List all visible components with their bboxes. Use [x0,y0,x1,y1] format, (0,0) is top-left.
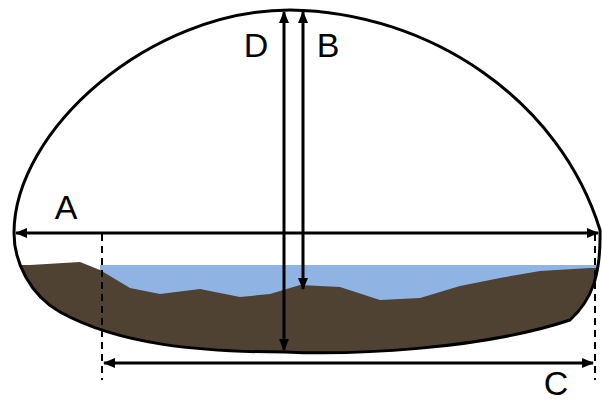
dimension-letter: A [55,190,78,224]
sediment-and-water [0,262,602,404]
dimension-letter: D [244,28,269,62]
sediment [0,262,602,404]
dashed-extension [594,234,596,380]
dimension-arrow-a [16,232,598,235]
pebble-outline [14,10,600,353]
dimension-arrow-b [302,12,305,289]
dashed-extension [101,234,103,380]
dimension-letter: C [544,366,569,400]
dimension-arrow-d [283,12,286,350]
dimension-letter: B [317,28,340,62]
dimension-arrow-c [104,362,593,365]
